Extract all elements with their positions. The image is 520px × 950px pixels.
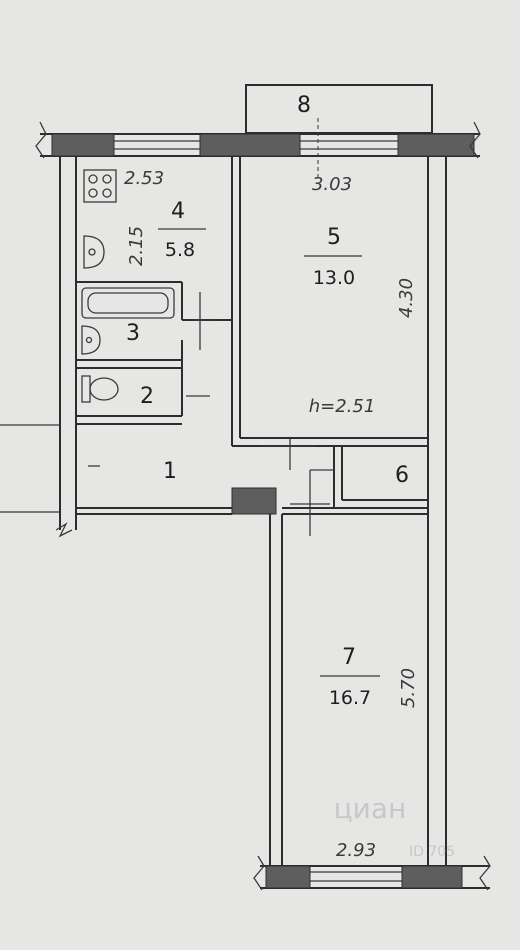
toilet-icon [81, 375, 119, 403]
room-area-4: 5.8 [165, 239, 195, 261]
dim-room5-width: 3.03 [312, 174, 352, 195]
dim-room7-depth: 5.70 [398, 668, 419, 708]
room-number-3: 3 [126, 321, 140, 346]
room-number-2: 2 [140, 384, 154, 409]
room-number-1: 1 [163, 459, 177, 484]
washbasin-icon [81, 325, 101, 355]
room-number-5: 5 [327, 225, 341, 250]
top-exterior-wall [35, 121, 481, 159]
room-number-4: 4 [171, 199, 185, 224]
stove-icon [83, 169, 117, 203]
dim-ceiling-height: h=2.51 [309, 396, 376, 417]
bathtub-icon [81, 287, 175, 319]
bottom-exterior-wall [253, 855, 491, 891]
room-area-7: 16.7 [329, 687, 371, 709]
dim-room7-width: 2.93 [336, 840, 376, 861]
left-exterior-wall [0, 156, 100, 538]
dim-room5-depth: 4.30 [396, 278, 417, 318]
right-exterior-wall [427, 156, 447, 866]
balcony [245, 84, 433, 134]
kitchen-sink-icon [83, 235, 105, 269]
room-number-8: 8 [297, 93, 311, 118]
room-number-6: 6 [395, 463, 409, 488]
watermark-id: ID 705 [409, 844, 455, 860]
room-area-5: 13.0 [313, 267, 355, 289]
door-marks [186, 118, 334, 536]
room-number-7: 7 [342, 645, 356, 670]
dim-kitchen-depth: 2.15 [126, 226, 147, 266]
watermark-logo: циан [334, 792, 407, 825]
interior-walls [76, 156, 428, 866]
dim-kitchen-width: 2.53 [124, 168, 164, 189]
